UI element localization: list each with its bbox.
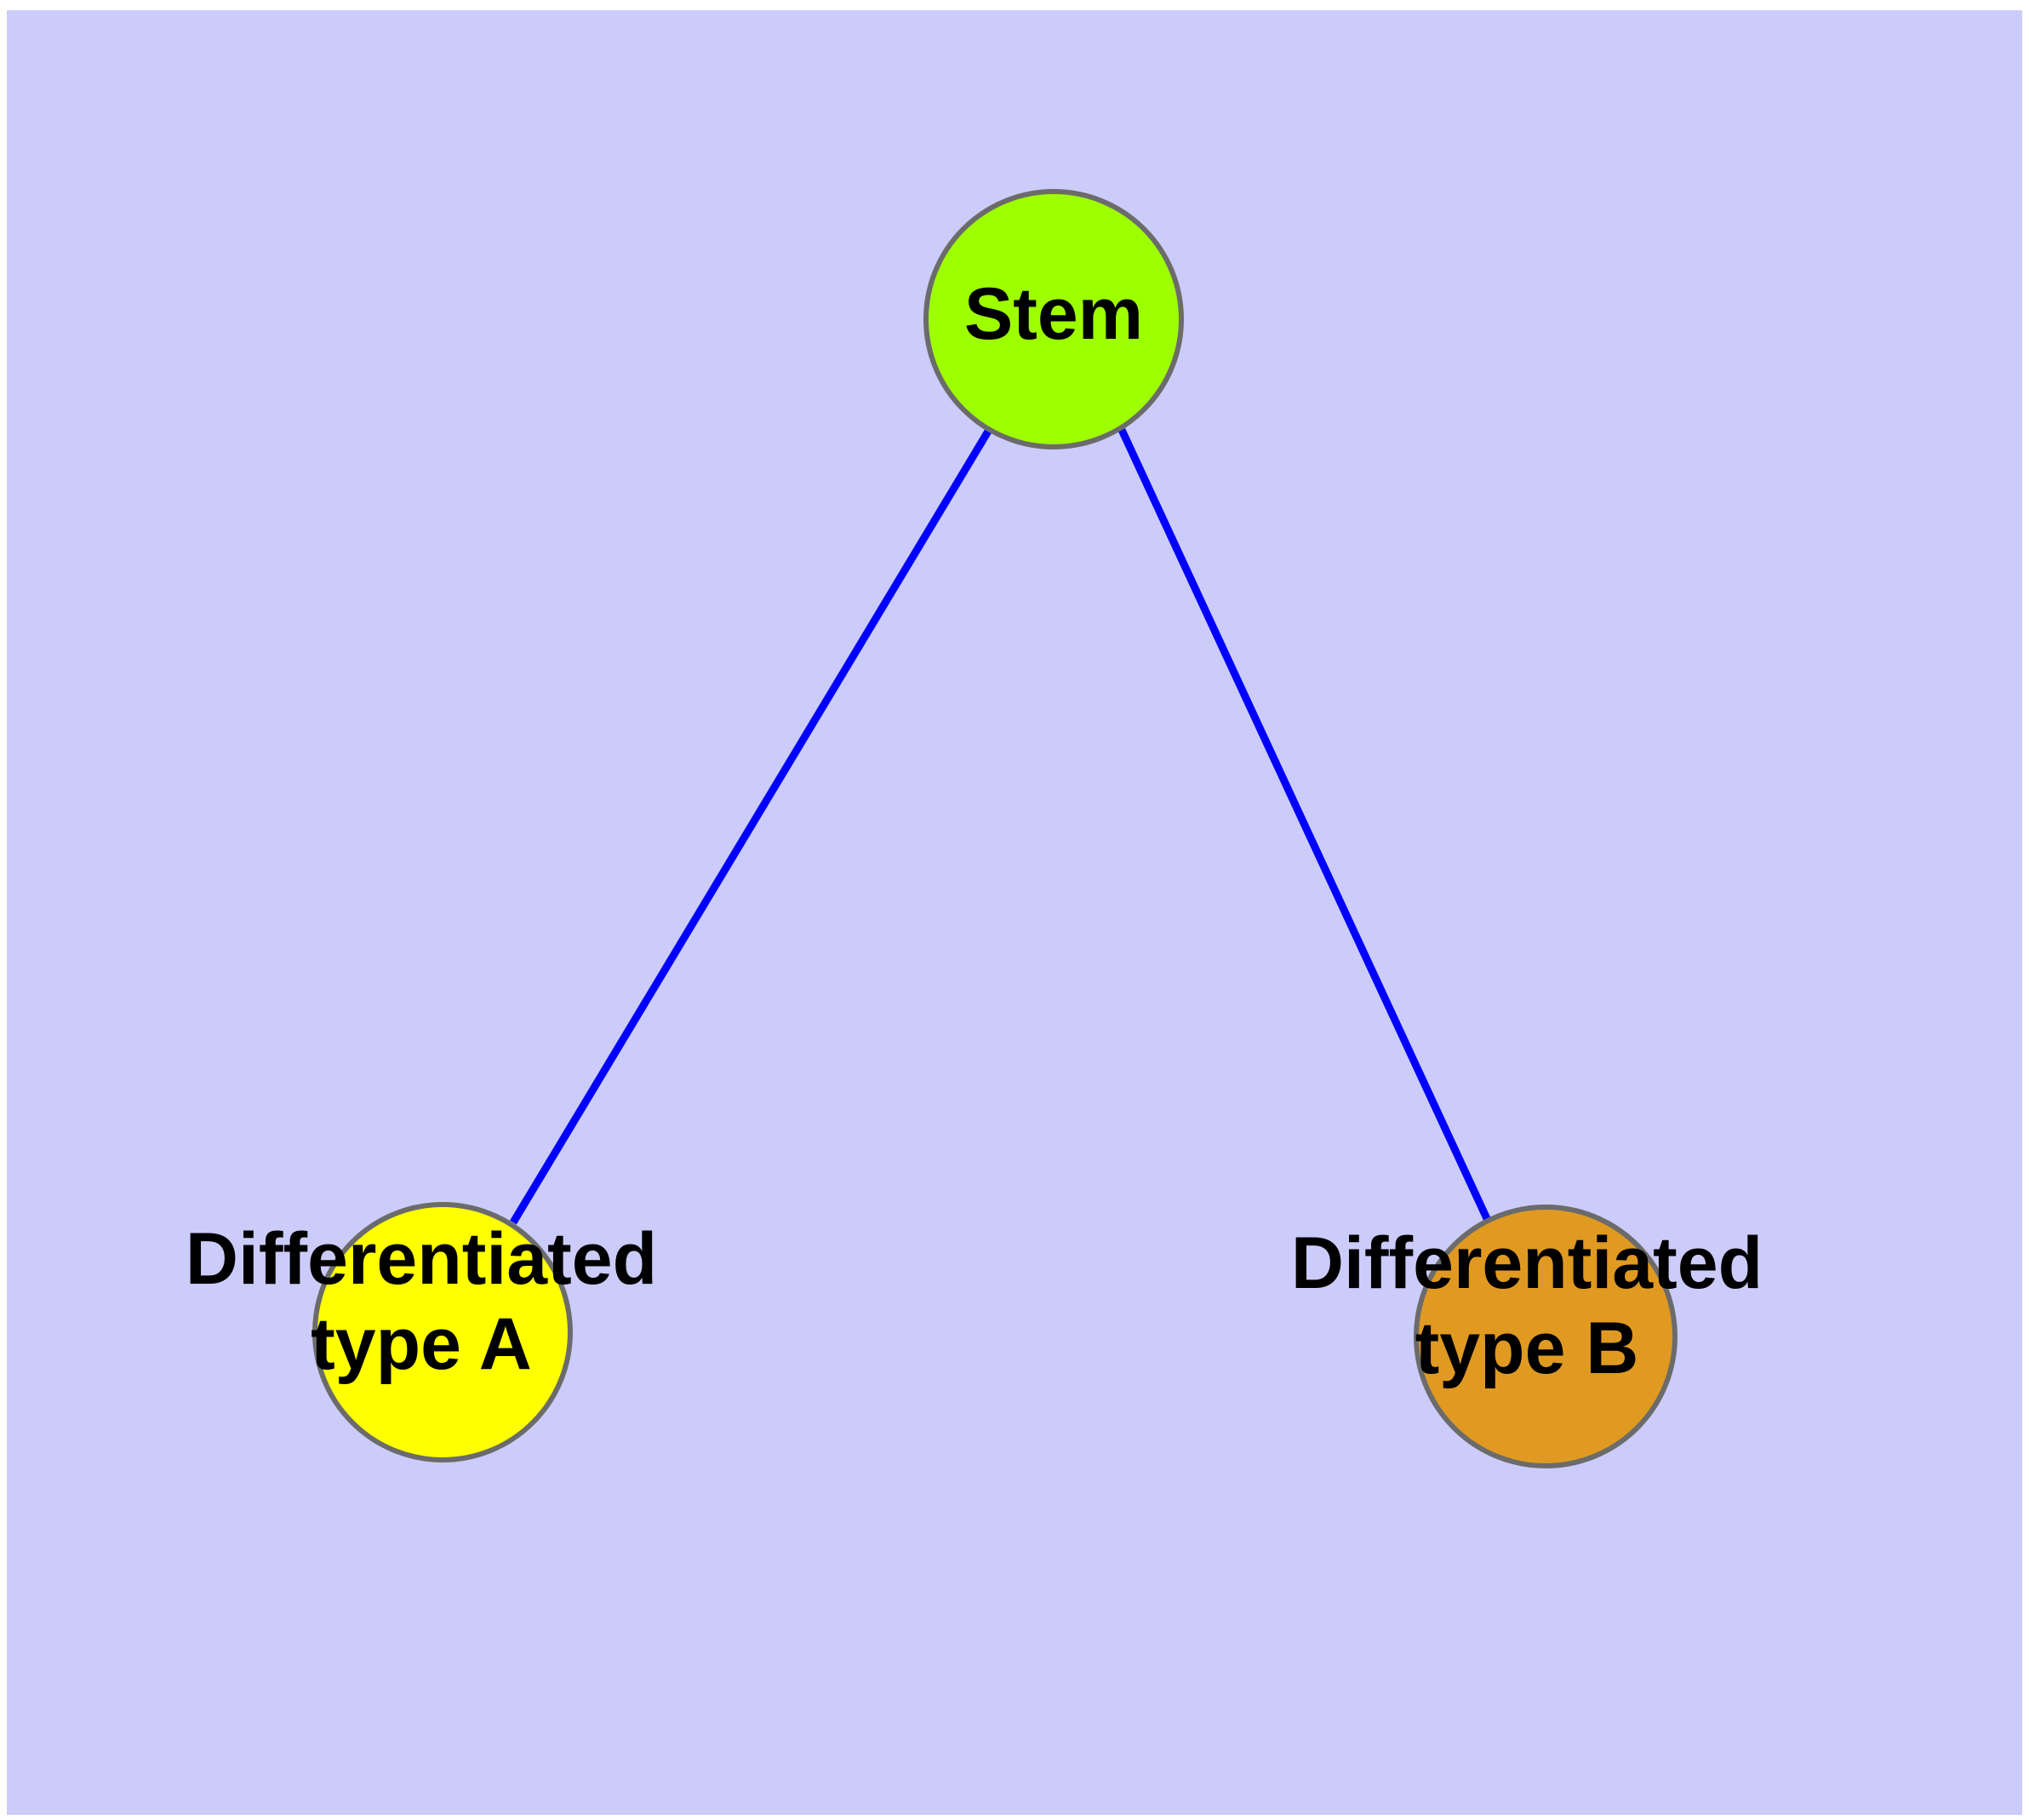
node-label-line: Differentiated	[1291, 1222, 1763, 1304]
edge-stem-to-diff-b	[1117, 428, 1494, 1226]
node-label-line: type A	[311, 1303, 532, 1385]
node-label-line: Stem	[964, 273, 1143, 355]
node-label-stem: Stem	[964, 273, 1143, 355]
edges-layer	[510, 427, 1494, 1226]
edge-stem-to-diff-a	[510, 427, 992, 1225]
node-label-line: Differentiated	[186, 1218, 657, 1300]
nodes-layer	[312, 189, 1677, 1468]
node-differentiated-type-a[interactable]	[312, 1202, 573, 1462]
node-differentiated-type-b[interactable]	[1414, 1205, 1677, 1468]
node-stem[interactable]	[923, 189, 1184, 449]
node-label-line: type B	[1415, 1308, 1639, 1389]
